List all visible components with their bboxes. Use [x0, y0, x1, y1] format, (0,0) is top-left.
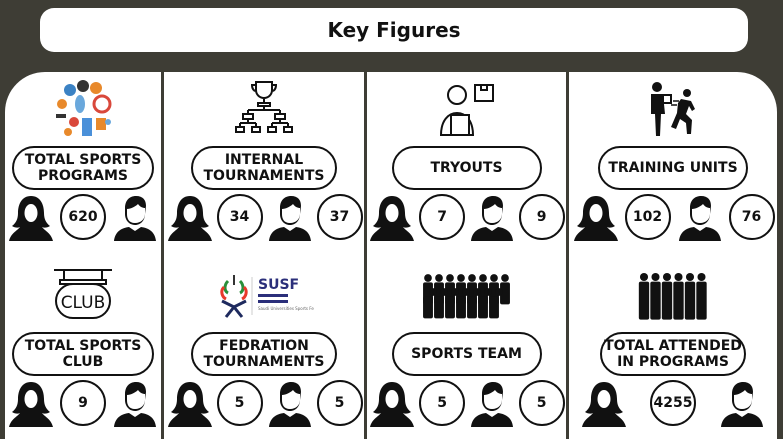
team-crowd-icon: [367, 264, 566, 326]
count-value: 7: [419, 194, 466, 240]
svg-text:SUSF: SUSF: [258, 277, 299, 293]
card-label: INTERNAL TOURNAMENTS: [191, 146, 337, 190]
count-value: 9: [518, 194, 565, 240]
male-icon: [676, 193, 724, 241]
female-icon: [580, 379, 628, 427]
female-icon: [166, 193, 214, 241]
card-label: SPORTS TEAM: [391, 332, 542, 376]
stat-card: TRAINING UNITS 102 76: [569, 72, 777, 252]
female-icon: [572, 193, 620, 241]
susf-logo: SUSF Saudi Universities Sports Federation: [164, 264, 364, 326]
coach-runner-icon: [569, 78, 777, 140]
stat-card: TOTAL SPORTS PROGRAMS 620: [5, 72, 161, 252]
stat-card: CLUB TOTAL SPORTS CLUB 9: [5, 258, 161, 438]
female-icon: [7, 379, 55, 427]
stat-card: TOTAL ATTENDED IN PROGRAMS 4255: [569, 258, 777, 438]
page-title: Key Figures: [40, 8, 748, 52]
card-label: TOTAL SPORTS PROGRAMS: [12, 146, 154, 190]
tryout-clipboard-icon: [367, 78, 566, 140]
stat-card: INTERNAL TOURNAMENTS 34 37: [164, 72, 364, 252]
divider: [161, 72, 164, 439]
count-value: 9: [59, 380, 106, 426]
count-value: 620: [59, 194, 106, 240]
female-icon: [7, 193, 55, 241]
male-icon: [468, 193, 516, 241]
male-icon: [266, 379, 314, 427]
male-icon: [111, 193, 159, 241]
count-row: 102 76: [569, 192, 777, 242]
male-icon: [266, 193, 314, 241]
male-icon: [718, 379, 766, 427]
svg-text:CLUB: CLUB: [61, 293, 106, 313]
count-value: 76: [728, 194, 775, 240]
figures-panel: [5, 72, 777, 439]
count-value: 37: [316, 194, 363, 240]
group-people-icon: [569, 264, 777, 326]
count-row: 34 37: [164, 192, 364, 242]
count-value: 102: [624, 194, 671, 240]
count-value: 5: [518, 380, 565, 426]
female-icon: [368, 379, 416, 427]
male-icon: [468, 379, 516, 427]
female-icon: [166, 379, 214, 427]
count-value: 5: [216, 380, 263, 426]
card-label: FEDRATION TOURNAMENTS: [191, 332, 337, 376]
count-row: 620: [5, 192, 161, 242]
divider: [364, 72, 367, 439]
count-value: 5: [316, 380, 363, 426]
sports-collage-icon: [5, 78, 161, 140]
count-value: 4255: [650, 380, 696, 426]
club-sign-icon: CLUB: [5, 264, 161, 326]
male-icon: [111, 379, 159, 427]
stat-card: SUSF Saudi Universities Sports Federation…: [164, 258, 364, 438]
count-row: 9: [5, 378, 161, 428]
card-label: TRYOUTS: [391, 146, 542, 190]
female-icon: [368, 193, 416, 241]
divider: [566, 72, 569, 439]
tournament-bracket-icon: [164, 78, 364, 140]
card-label: TRAINING UNITS: [598, 146, 748, 190]
count-row: 4255: [569, 378, 777, 428]
count-value: 34: [216, 194, 263, 240]
svg-text:Saudi Universities Sports Fede: Saudi Universities Sports Federation: [258, 306, 314, 311]
card-label: TOTAL ATTENDED IN PROGRAMS: [600, 332, 746, 376]
count-value: 5: [419, 380, 466, 426]
card-label: TOTAL SPORTS CLUB: [12, 332, 154, 376]
